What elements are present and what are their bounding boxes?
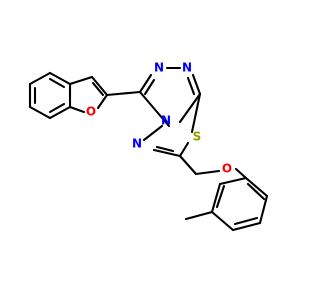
bond [28,71,52,86]
bond [138,90,171,128]
bond [48,102,66,114]
bond [210,182,222,214]
bond [28,105,52,120]
bond [178,154,198,176]
bond [96,93,109,110]
bond [233,216,259,226]
bond [105,90,142,97]
bond [186,76,196,96]
atom-label-N: N [182,61,192,75]
bond [68,75,94,86]
bond [143,78,156,96]
bond [234,167,248,180]
bond [155,145,175,153]
bond [215,184,226,209]
bond [68,105,86,114]
atom-label-N: N [161,114,171,128]
atom-label-N: N [132,137,142,151]
bond [258,194,269,225]
atom-label-S: S [193,130,202,144]
molecule-structure-diagram: O N N N N S O [0,0,300,300]
bond [191,73,202,96]
bond [194,169,221,176]
bond [138,73,153,94]
bond [184,210,214,221]
bond [142,124,164,142]
bond [48,77,66,89]
bond [244,176,269,198]
bond [48,71,72,86]
bond [90,75,109,97]
atom-label-N: N [154,61,164,75]
bond [231,221,262,232]
bond [246,182,266,201]
atom-label-layer: O N N N N S O [86,61,232,176]
bond [178,141,190,158]
bond [152,148,182,158]
bond [48,105,72,120]
bond [218,176,248,186]
atom-label-O: O [222,162,232,176]
bond [178,92,202,124]
molecule-svg: O N N N N S O [0,0,300,300]
bond [190,92,202,134]
atom-label-O: O [86,105,96,119]
bond [91,81,105,97]
diagram-background [0,0,300,300]
bond [210,210,235,232]
bond-layer [28,66,269,232]
